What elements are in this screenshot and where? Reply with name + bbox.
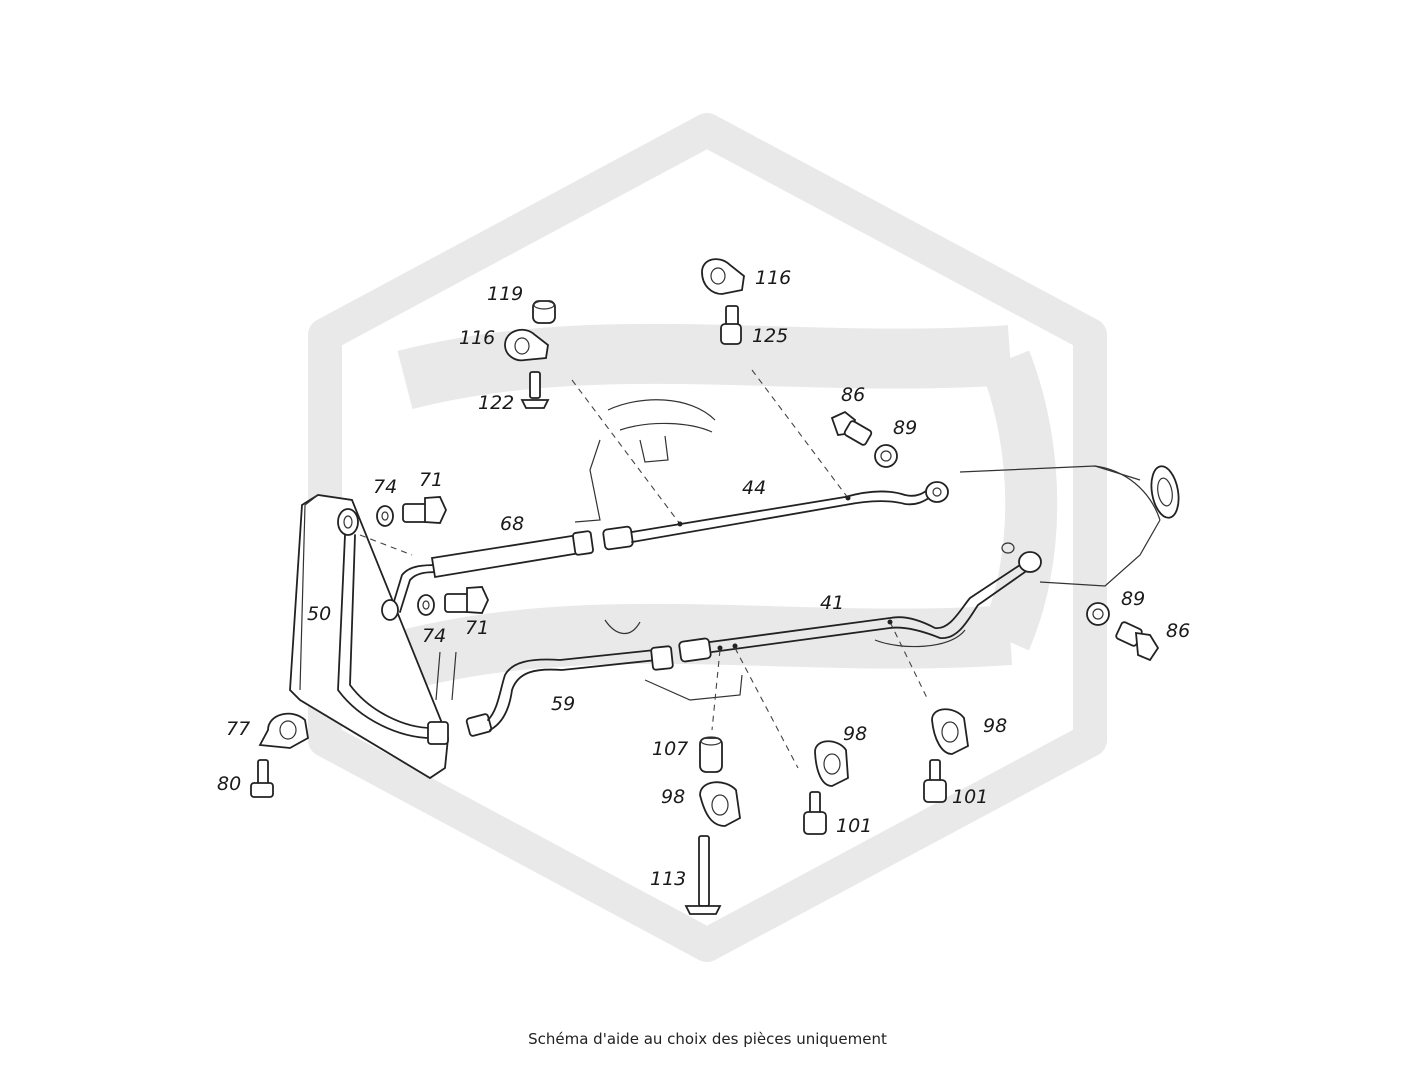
clamp-98-right [931,708,969,755]
callout-68: 68 [500,513,524,535]
callout-86: 86 [1166,620,1190,642]
callout-44: 44 [742,477,766,499]
screw-125 [720,305,742,345]
bolt-86-upper [830,410,873,446]
leader-lines [359,369,929,769]
clamp-116-right [701,258,745,295]
callout-89: 89 [1121,588,1145,610]
clamp-77 [258,712,309,749]
washer-74-lower [417,594,435,616]
callout-89: 89 [893,417,917,439]
fitting-71-upper [402,496,447,524]
callout-71: 71 [465,617,489,639]
clamp-116-left [504,328,549,362]
callout-101: 101 [952,786,988,808]
callout-71: 71 [419,469,443,491]
callout-113: 113 [650,868,686,890]
bolt-113 [684,835,722,915]
pipe-68 [381,530,594,621]
callout-74: 74 [422,625,446,647]
bolt-86-lower [1115,621,1160,662]
callout-107: 107 [652,738,688,760]
callout-125: 125 [752,325,788,347]
washer-89-lower [1086,602,1110,626]
callout-116: 116 [459,327,495,349]
screw-101-right [923,759,947,803]
callout-86: 86 [841,384,865,406]
callout-122: 122 [478,392,514,414]
callout-98: 98 [983,715,1007,737]
callout-41: 41 [820,592,844,614]
callout-119: 119 [487,283,523,305]
callout-101: 101 [836,815,872,837]
screw-101-middle [803,791,827,835]
spacer-119 [532,300,556,324]
fitting-71-lower [444,586,489,614]
spacer-107 [699,736,723,773]
washer-74-upper [376,505,394,527]
callout-77: 77 [226,718,250,740]
clamp-98-middle [814,740,849,787]
screw-80 [250,759,274,798]
pipe-41 [678,542,1042,663]
pipe-59 [465,645,674,737]
oil-cooler [289,494,449,780]
screw-122 [520,371,550,409]
callout-80: 80 [217,773,241,795]
callout-116: 116 [755,267,791,289]
washer-89-upper [874,444,898,468]
callout-50: 50 [307,603,331,625]
callout-98: 98 [661,786,685,808]
callout-59: 59 [551,693,575,715]
callout-74: 74 [373,476,397,498]
watermark-logo [308,113,1107,962]
callouts: 119 116 122 116 125 86 89 74 71 68 44 50… [217,267,1190,890]
diagram-caption: Schéma d'aide au choix des pièces unique… [528,1030,887,1048]
pipe-44 [602,481,949,551]
clamp-98-bottom [699,781,741,827]
callout-98: 98 [843,723,867,745]
